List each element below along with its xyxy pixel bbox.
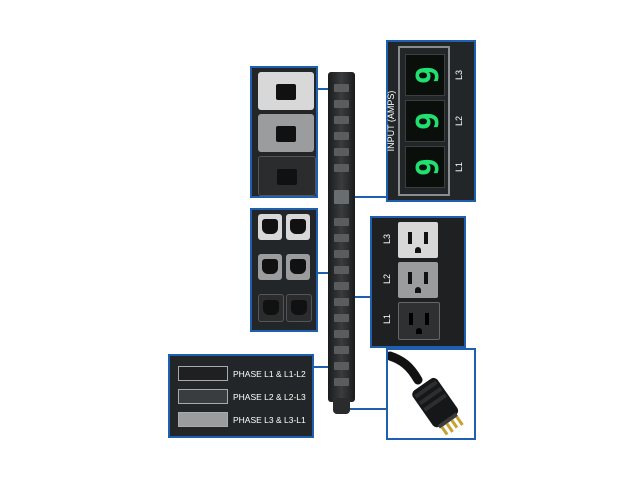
power-cord <box>388 351 423 385</box>
ammeter-label-l3: L3 <box>454 69 464 80</box>
locking-plug-image <box>388 351 464 436</box>
plug-body <box>412 377 459 429</box>
phase-swatch-l3 <box>178 412 228 427</box>
c13-socket-opening <box>263 300 279 315</box>
nema-outlet-light <box>398 222 438 258</box>
pdu-outlet <box>334 250 349 258</box>
c13-socket-mid <box>286 254 310 280</box>
ammeter-reading-l3: 6 <box>408 65 443 85</box>
pdu-outlet <box>334 378 349 386</box>
outlet-slot <box>425 313 429 325</box>
pdu-outlet <box>334 234 349 242</box>
c13-socket-opening <box>290 219 306 234</box>
c13-socket-light <box>258 214 282 240</box>
callout-line-phase <box>313 366 330 368</box>
outlet-slot <box>408 272 412 284</box>
ammeter-display-l2: 6 <box>405 100 445 142</box>
pdu-outlet <box>334 148 349 156</box>
outlet-slot <box>409 313 413 325</box>
pdu-outlet <box>334 164 349 172</box>
plug-prongs <box>440 415 464 436</box>
nema-label-l2: L2 <box>382 273 392 284</box>
ammeter-label-l2: L2 <box>454 115 464 126</box>
outlet-slot <box>408 232 412 244</box>
ammeter-title: INPUT (AMPS) <box>386 90 396 152</box>
ammeter-display-l3: 6 <box>405 54 445 96</box>
c13-socket-mid <box>258 254 282 280</box>
ammeter-display-l1: 6 <box>405 146 445 188</box>
nema-label-l3: L3 <box>382 233 392 244</box>
phase-swatch-l1 <box>178 366 228 381</box>
phase-label-l2: PHASE L2 & L2-L3 <box>233 392 306 402</box>
pdu-outlet <box>334 362 349 370</box>
pdu-outlet <box>334 116 349 124</box>
c19-socket-opening <box>277 169 297 185</box>
c13-socket-dark <box>286 294 312 322</box>
pdu-cord-exit <box>333 398 350 414</box>
outlet-ground <box>415 247 421 253</box>
c13-socket-opening <box>290 259 306 274</box>
callout-line-c13 <box>316 272 330 274</box>
pdu-outlet <box>334 84 349 92</box>
pdu-outlet <box>334 282 349 290</box>
phase-label-l1: PHASE L1 & L1-L2 <box>233 369 306 379</box>
pdu-outlet <box>334 298 349 306</box>
pdu-meter-window <box>334 190 349 204</box>
pdu-outlet <box>334 314 349 322</box>
c13-socket-dark <box>258 294 284 322</box>
ammeter-reading-l1: 6 <box>408 157 443 177</box>
c13-socket-light <box>286 214 310 240</box>
pdu-outlet <box>334 132 349 140</box>
outlet-slot <box>424 272 428 284</box>
callout-line-c19 <box>316 88 330 90</box>
nema-outlet-mid <box>398 262 438 298</box>
pdu-outlet <box>334 346 349 354</box>
c19-socket-opening <box>276 84 296 100</box>
ammeter-label-l1: L1 <box>454 161 464 172</box>
c13-socket-opening <box>262 219 278 234</box>
callout-line-ammeter <box>355 196 387 198</box>
c19-socket-dark <box>258 156 316 196</box>
pdu-outlet <box>334 100 349 108</box>
pdu-outlet <box>334 266 349 274</box>
pdu-outlet <box>334 218 349 226</box>
callout-line-plug-h <box>341 408 387 410</box>
phase-label-l3: PHASE L3 & L3-L1 <box>233 415 306 425</box>
phase-swatch-l2 <box>178 389 228 404</box>
c19-socket-mid <box>258 114 314 152</box>
pdu-outlet <box>334 330 349 338</box>
nema-outlet-dark <box>398 302 440 340</box>
ammeter-frame <box>398 46 450 196</box>
c13-socket-opening <box>291 300 307 315</box>
outlet-ground <box>415 287 421 293</box>
c19-socket-opening <box>276 126 296 142</box>
nema-label-l1: L1 <box>382 313 392 324</box>
outlet-slot <box>424 232 428 244</box>
c19-socket-light <box>258 72 314 110</box>
outlet-ground <box>416 328 422 334</box>
ammeter-reading-l2: 6 <box>408 111 443 131</box>
c13-socket-opening <box>262 259 278 274</box>
